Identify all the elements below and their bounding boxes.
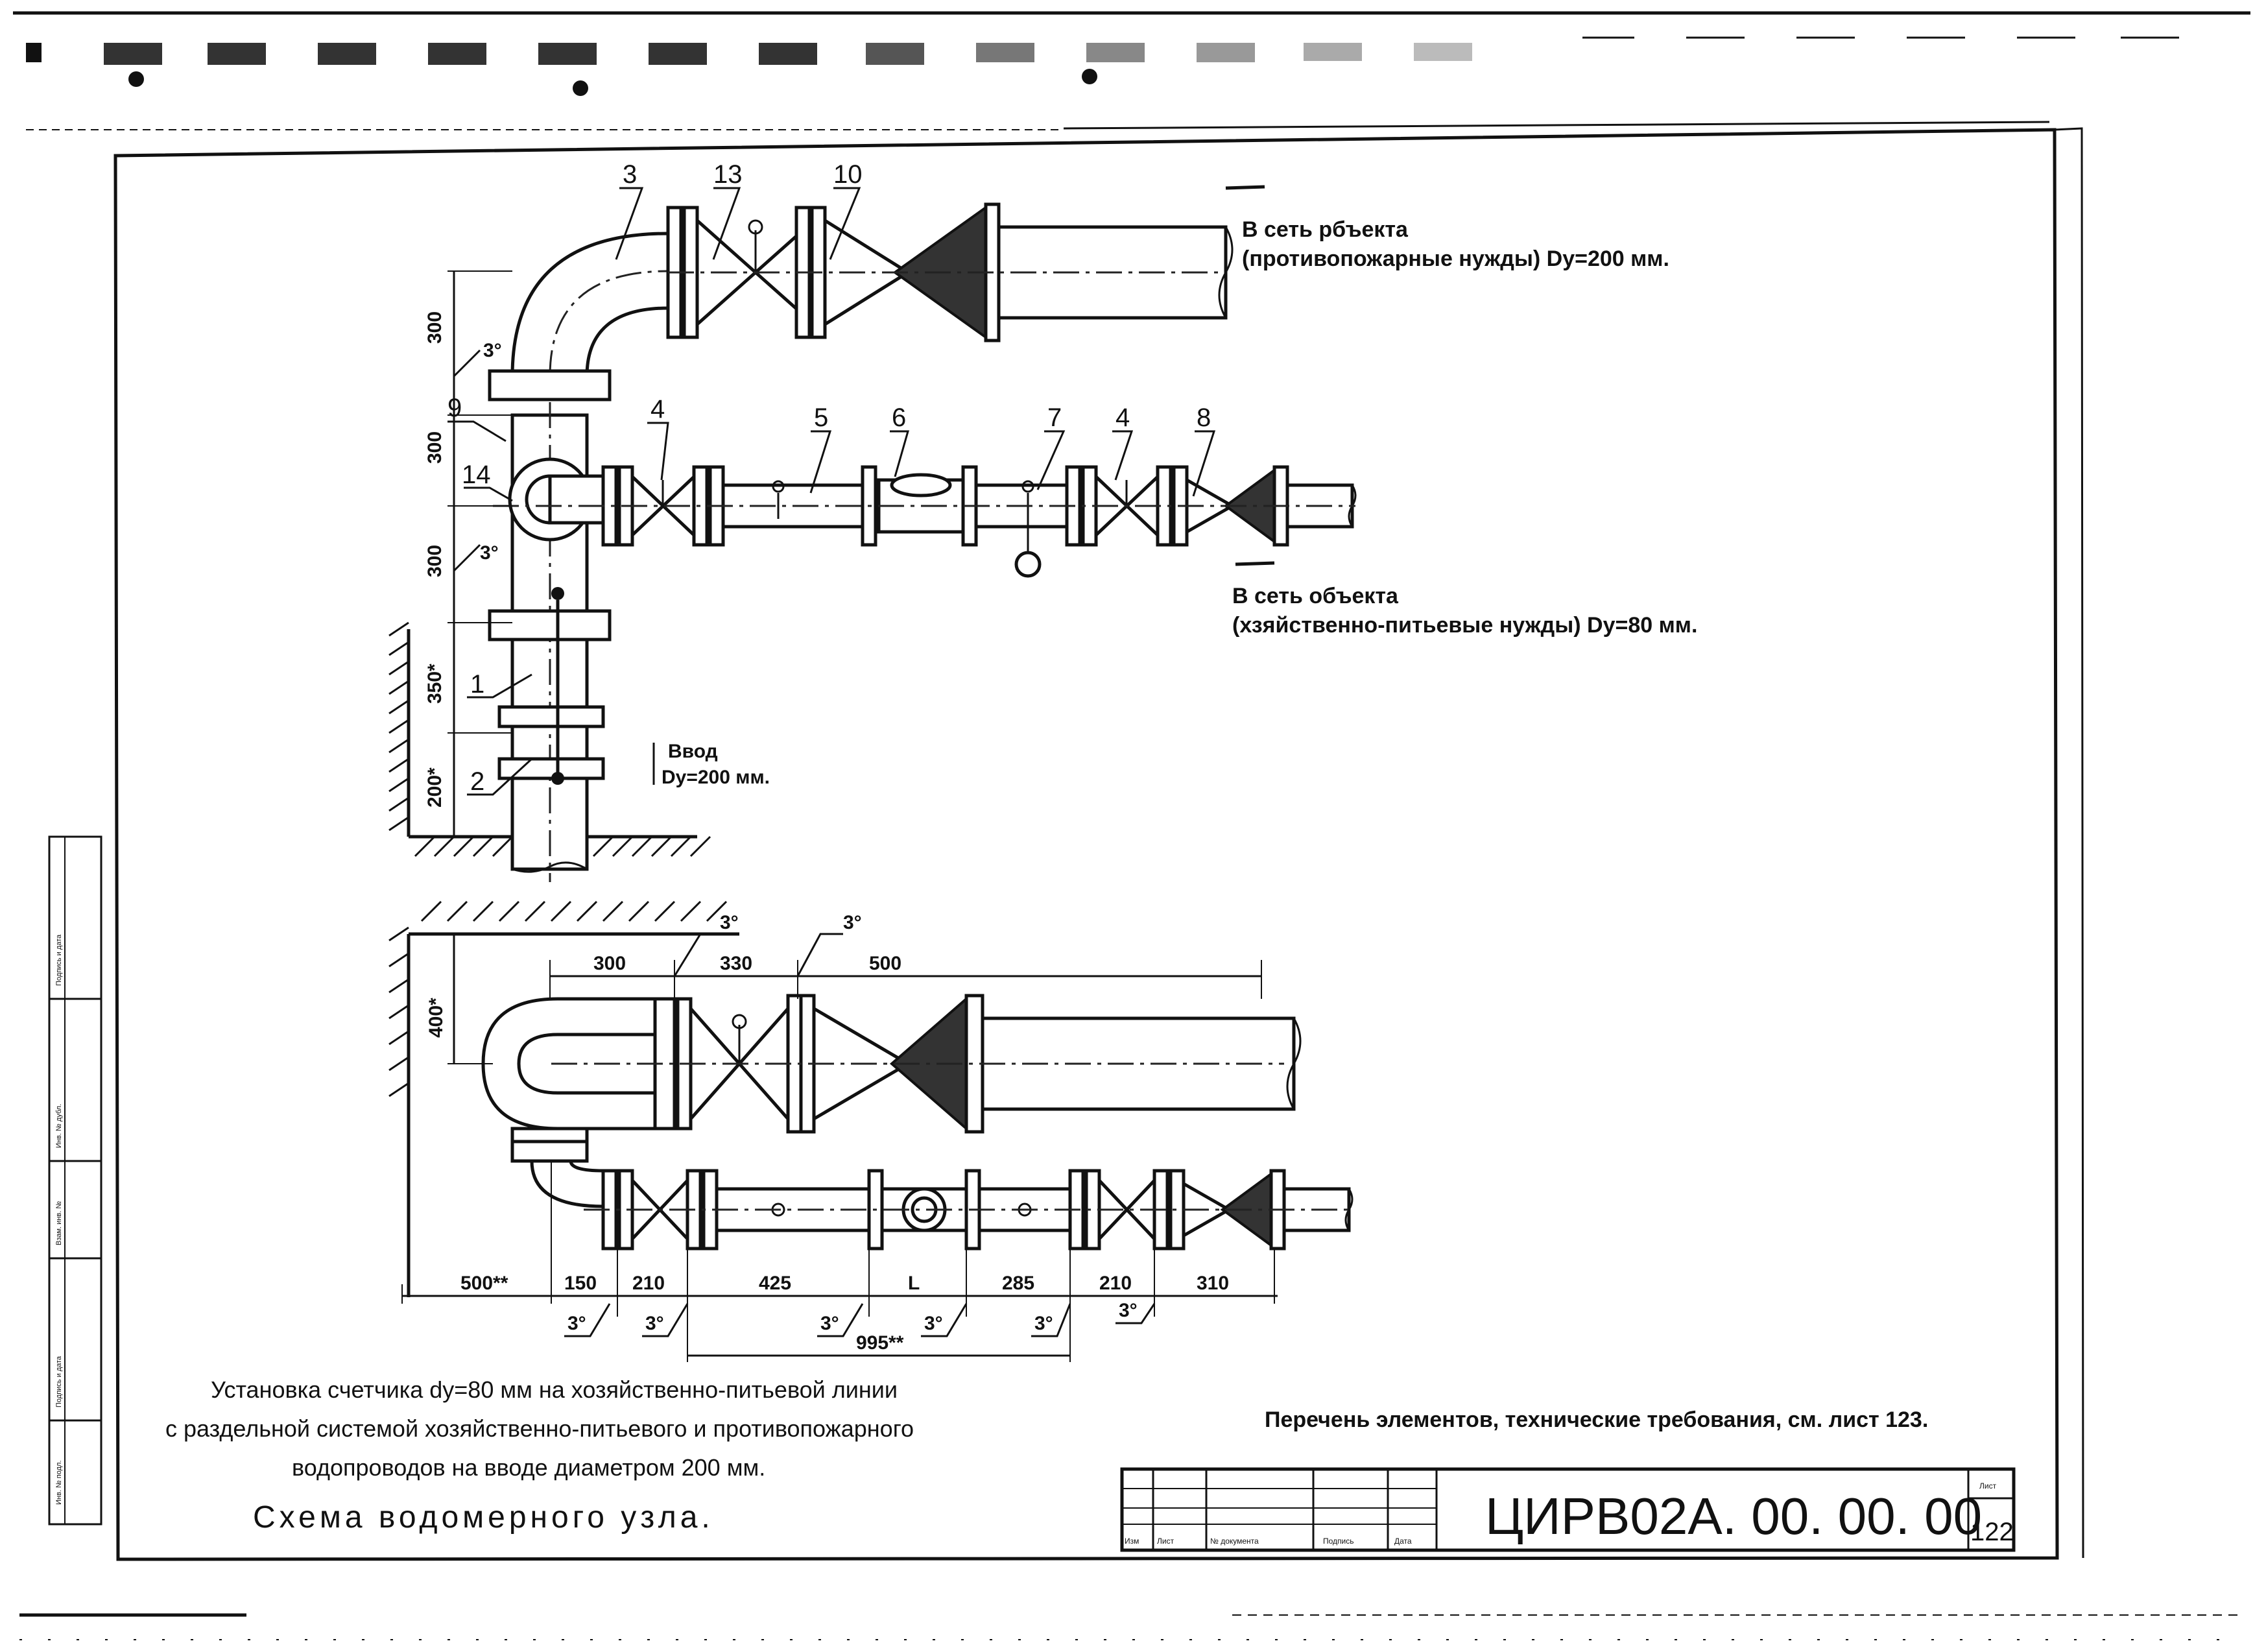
plan-bottom-dim-6: 285 [1002, 1273, 1034, 1294]
tb-col-list: Лист [1157, 1537, 1175, 1546]
plan-bottom-dim-1: 500** [460, 1273, 508, 1294]
side-stamp-labels: Инв. № подл. Подпись и дата Взам. инв. №… [55, 934, 63, 1505]
side-stamp-2: Подпись и дата [55, 1356, 63, 1407]
label-item-14: 14 [462, 461, 491, 489]
plan-angle-8: 3° [1119, 1300, 1138, 1321]
plan-view: 300 330 500 3° 3° 400* 500** 150 210 425… [388, 900, 1354, 1362]
plan-angle-7: 3° [1034, 1313, 1053, 1334]
side-stamp-4: Инв. № дубл. [55, 1104, 63, 1148]
plan-bottom-dim-5: L [908, 1273, 920, 1294]
tb-col-sign: Подпись [1323, 1537, 1354, 1546]
fire-line [666, 185, 1265, 342]
tee-fitting [508, 457, 610, 542]
label-item-4b: 4 [1115, 403, 1130, 432]
plan-bottom-dim-8: 310 [1197, 1273, 1229, 1294]
dim-200: 200* [424, 767, 446, 808]
side-stamp-5: Подпись и дата [55, 934, 63, 986]
plan-bottom-dim-2: 150 [564, 1273, 597, 1294]
plan-dim-995: 995** [856, 1332, 904, 1354]
label-item-2: 2 [470, 767, 484, 796]
angle-label-2: 3° [480, 542, 499, 564]
dim-300-c: 300 [424, 545, 446, 577]
tb-col-doc: № документа [1210, 1537, 1259, 1546]
plan-angle-1: 3° [720, 912, 739, 933]
inlet-note-2: Dy=200 мм. [662, 767, 770, 788]
fire-outlet-note-1: В сеть рбъекта [1242, 217, 1409, 242]
dim-300-b: 300 [424, 431, 446, 464]
plan-dim-400: 400* [425, 998, 447, 1038]
side-stamp-3: Взам. инв. № [55, 1201, 63, 1245]
caption-block: Установка счетчика dy=80 мм на хозяйстве… [165, 1376, 914, 1535]
plan-angle-4: 3° [645, 1313, 664, 1334]
sheet-label: Лист [1979, 1481, 1997, 1490]
title-block: Изм Лист № документа Подпись Дата ЦИРВ02… [1120, 1467, 2016, 1552]
plan-angle-2: 3° [843, 912, 862, 933]
plan-top-dim-2: 330 [720, 953, 752, 974]
plan-top-dim-1: 300 [593, 953, 626, 974]
plan-angle-6: 3° [924, 1313, 943, 1334]
label-item-6: 6 [892, 403, 906, 432]
tb-col-izm: Изм [1125, 1537, 1139, 1546]
domestic-outlet-note-2: (хзяйственно-питьевые нужды) Dy=80 мм. [1232, 613, 1697, 638]
sheet-number: 122 [1970, 1518, 2014, 1546]
drawing-code: ЦИРВ02А. 00. 00. 00 [1485, 1487, 1982, 1545]
caption-line-2: с раздельной системой хозяйственно-питье… [165, 1415, 914, 1442]
sheet-frame [48, 127, 2084, 1561]
plan-bottom-dim-3: 210 [632, 1273, 665, 1294]
plan-angle-3: 3° [567, 1313, 586, 1334]
label-item-7: 7 [1047, 403, 1062, 432]
label-item-9: 9 [447, 394, 462, 422]
item-leaders [447, 187, 1216, 796]
caption-title: Схема водомерного узла. [253, 1500, 714, 1535]
domestic-line [493, 465, 1357, 578]
plan-bottom-dim-7: 210 [1099, 1273, 1132, 1294]
elevation-view: 300 300 300 350* 200* 3° 3° 3 13 10 9 14 [388, 160, 1697, 882]
tb-col-date: Дата [1394, 1537, 1412, 1546]
wall-hatching [388, 621, 711, 857]
fire-outlet-note-2: (противопожарные нужды) Dy=200 мм. [1242, 246, 1669, 271]
domestic-outlet-note-1: В сеть объекта [1232, 584, 1399, 608]
plan-top-dim-3: 500 [869, 953, 901, 974]
angle-label-1: 3° [483, 340, 502, 361]
vertical-dimensions [447, 270, 512, 837]
dim-350: 350* [424, 664, 446, 704]
dim-300-a: 300 [424, 311, 446, 344]
label-item-5: 5 [814, 403, 828, 432]
caption-line-1: Установка счетчика dy=80 мм на хозяйстве… [211, 1376, 898, 1403]
scan-artifact-strip [13, 11, 2250, 1640]
label-item-3: 3 [623, 160, 637, 189]
plan-bottom-dim-4: 425 [759, 1273, 791, 1294]
label-item-1: 1 [470, 670, 484, 699]
riser-coupling-top [497, 705, 605, 728]
label-item-8: 8 [1197, 403, 1211, 432]
caption-line-3: водопроводов на вводе диаметром 200 мм. [292, 1454, 765, 1481]
riser-flange-2 [488, 609, 612, 641]
riser-flange-1 [488, 369, 612, 401]
label-item-10: 10 [833, 160, 863, 189]
label-item-13: 13 [713, 160, 743, 189]
reference-note: Перечень элементов, технические требован… [1265, 1407, 1928, 1432]
plan-angle-5: 3° [820, 1313, 839, 1334]
side-stamp-1: Инв. № подл. [55, 1460, 63, 1505]
elbow-top [510, 232, 670, 378]
inlet-note-1: Ввод [668, 741, 718, 762]
label-item-4a: 4 [650, 395, 665, 424]
